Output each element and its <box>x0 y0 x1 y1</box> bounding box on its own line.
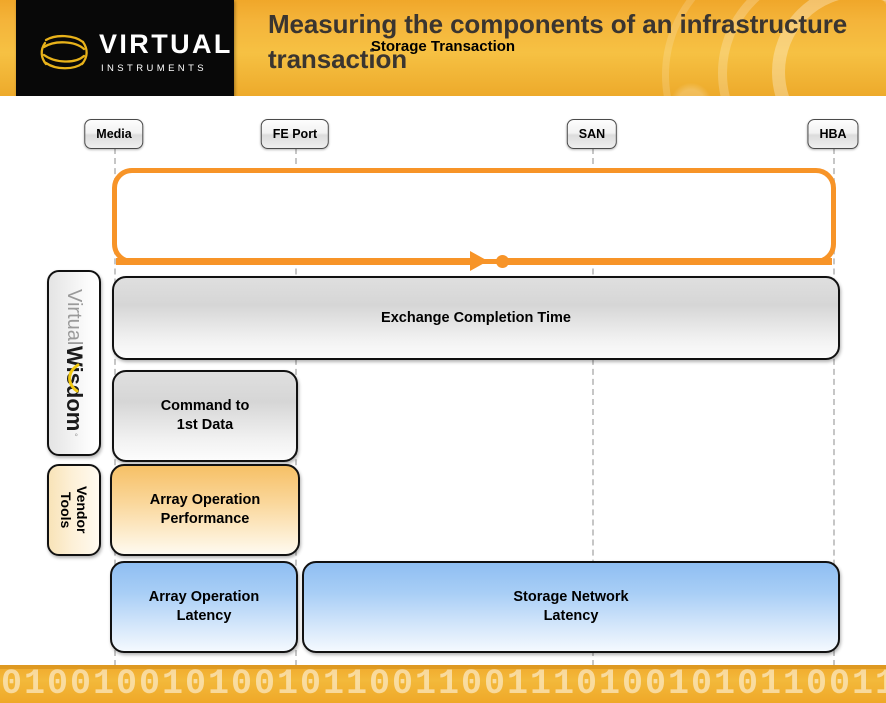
virtualwisdom-trademark: ° <box>69 433 79 437</box>
binary-bit: 0 <box>230 665 252 703</box>
side-tag-virtualwisdom: Virtual Wisdom ° <box>47 270 101 456</box>
flow-endpoint-dot-icon <box>496 255 509 268</box>
binary-bit: 1 <box>598 665 620 703</box>
bar-label: Exchange Completion Time <box>381 309 571 326</box>
vendor-tools-label: Vendor Tools <box>58 486 90 533</box>
binary-bit: 0 <box>138 665 160 703</box>
binary-bit: 1 <box>782 665 804 703</box>
binary-bit: 1 <box>414 665 436 703</box>
bar-label: Command to 1st Data <box>161 397 250 434</box>
virtual-instruments-sphere-logo-icon <box>40 34 88 70</box>
bar-storage-network-latency: Storage Network Latency <box>302 561 840 653</box>
bar-array-operation-performance: Array Operation Performance <box>110 464 300 556</box>
virtualwisdom-part-virtual: Virtual <box>63 289 85 346</box>
binary-bit: 1 <box>851 665 873 703</box>
flow-line-right <box>506 258 832 265</box>
binary-bit: 1 <box>713 665 735 703</box>
binary-bit: 1 <box>276 665 298 703</box>
bar-label-line-1: Array Operation <box>148 589 260 606</box>
binary-bit: 1 <box>92 665 114 703</box>
virtualwisdom-part-wisdom: Wisdom <box>62 345 87 432</box>
binary-bit: 1 <box>322 665 344 703</box>
brand-name-secondary: INSTRUMENTS <box>101 62 208 74</box>
page-title: Measuring the components of an infrastru… <box>268 9 848 74</box>
column-chip-label: SAN <box>578 127 606 141</box>
binary-bit: 0 <box>575 665 597 703</box>
binary-bit: 0 <box>46 665 68 703</box>
binary-bit: 0 <box>621 665 643 703</box>
binary-bit: 0 <box>828 665 850 703</box>
binary-bit: 1 <box>161 665 183 703</box>
vendor-tools-line-1: Vendor <box>74 486 91 534</box>
binary-bit: 0 <box>460 665 482 703</box>
binary-bit: 0 <box>736 665 758 703</box>
binary-bit: 1 <box>207 665 229 703</box>
column-chip-label: HBA <box>819 127 847 141</box>
bar-label: Storage Network Latency <box>513 588 628 625</box>
bar-label: Array Operation Performance <box>150 491 260 528</box>
brand-logo-plate: VIRTUAL INSTRUMENTS <box>16 0 234 96</box>
binary-bit: 0 <box>299 665 321 703</box>
bar-label-line-1: Array Operation <box>149 492 261 509</box>
brand-name-primary: VIRTUAL <box>99 28 233 59</box>
binary-bit: 0 <box>0 665 22 703</box>
column-chip-hba: HBA <box>807 119 859 149</box>
binary-bit: 0 <box>115 665 137 703</box>
binary-bit: 0 <box>644 665 666 703</box>
bar-command-to-1st-data: Command to 1st Data <box>112 370 298 462</box>
bar-label-line-2: Latency <box>543 608 599 624</box>
bar-label-line-2: Performance <box>160 511 250 527</box>
brand-logo-wordmark: VIRTUAL INSTRUMENTS <box>99 28 233 74</box>
binary-bit: 0 <box>805 665 827 703</box>
bar-label: Array Operation Latency <box>149 588 259 625</box>
storage-transaction-label: Storage Transaction <box>370 38 516 55</box>
bar-label-line-2: Latency <box>176 608 232 624</box>
vendor-tools-line-2: Tools <box>58 491 74 529</box>
binary-bit: 1 <box>759 665 781 703</box>
binary-bit: 1 <box>23 665 45 703</box>
bar-label-line-1: Command to <box>160 398 250 415</box>
binary-bit: 1 <box>529 665 551 703</box>
footer-binary-strip: 0100100101001011001100111010010101100111… <box>0 665 886 703</box>
guide-line-hba <box>833 148 835 666</box>
flow-line-left <box>116 258 472 265</box>
binary-bit: 1 <box>552 665 574 703</box>
guide-line-san <box>592 148 594 666</box>
binary-bit: 1 <box>437 665 459 703</box>
binary-bit: 0 <box>368 665 390 703</box>
column-chip-label: FE Port <box>272 127 318 141</box>
binary-bit: 1 <box>874 665 886 703</box>
flow-arrowhead-icon <box>470 251 488 271</box>
column-chip-label: Media <box>96 127 132 141</box>
binary-bit: 0 <box>391 665 413 703</box>
footer-strip-top-edge <box>0 665 886 669</box>
bar-exchange-completion-time: Exchange Completion Time <box>112 276 840 360</box>
column-chip-san: SAN <box>566 119 618 149</box>
storage-transaction-box <box>112 168 836 264</box>
binary-bit: 1 <box>506 665 528 703</box>
bar-label-line-2: 1st Data <box>176 417 234 433</box>
binary-bit: 0 <box>483 665 505 703</box>
binary-bit: 0 <box>69 665 91 703</box>
binary-bit: 1 <box>667 665 689 703</box>
binary-bit: 0 <box>184 665 206 703</box>
side-tag-vendor-tools: Vendor Tools <box>47 464 101 556</box>
bar-array-operation-latency: Array Operation Latency <box>110 561 298 653</box>
binary-bit: 1 <box>345 665 367 703</box>
bar-label-line-1: Storage Network <box>513 589 629 606</box>
binary-bit: 0 <box>253 665 275 703</box>
column-chip-media: Media <box>84 119 144 149</box>
column-chip-fe-port: FE Port <box>260 119 330 149</box>
binary-bit: 0 <box>690 665 712 703</box>
virtualwisdom-wordmark: Virtual Wisdom ° <box>61 289 87 436</box>
header-arc-outer-icon <box>662 0 886 96</box>
